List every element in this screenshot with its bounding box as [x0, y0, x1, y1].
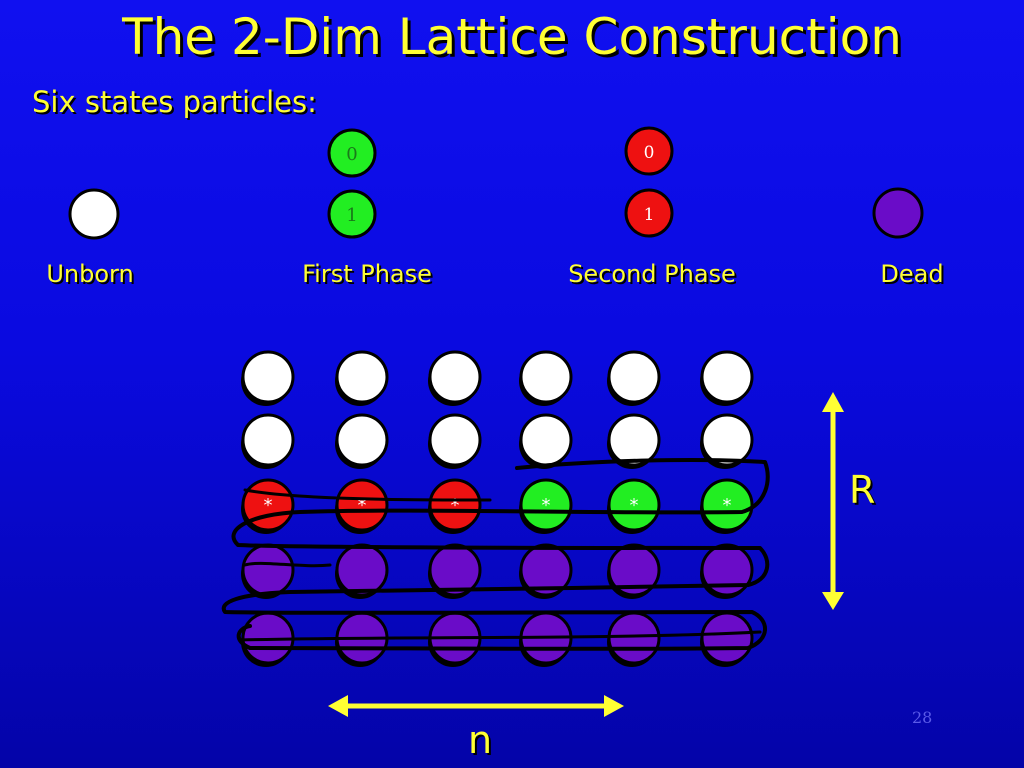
lattice-particle-second — [335, 478, 389, 532]
lattice-particle-dead — [607, 543, 661, 597]
lattice-particle-unborn — [607, 413, 661, 467]
label-dead: Dead — [880, 260, 944, 288]
lattice-particle-marker: * — [358, 495, 367, 516]
lattice-particle-unborn — [519, 350, 573, 404]
lattice-particle-unborn — [335, 350, 389, 404]
legend-first-phase-bottom-state: 1 — [346, 205, 357, 226]
row-axis-arrow — [822, 392, 844, 610]
lattice-particle-first — [607, 478, 661, 532]
lattice-particle-unborn — [241, 413, 295, 467]
column-axis-arrow — [328, 695, 624, 717]
lattice-particle-unborn — [519, 413, 573, 467]
slide-title: The 2-Dim Lattice Construction — [122, 8, 902, 66]
lattice-particle-dead — [607, 611, 661, 665]
scribble-path — [221, 458, 770, 651]
lattice-particle-marker: * — [264, 495, 273, 516]
legend-first-phase-top-state: 0 — [346, 144, 357, 165]
legend-second-phase-bottom-state: 1 — [644, 205, 655, 225]
lattice-particle-unborn — [607, 350, 661, 404]
lattice-particle-marker: * — [451, 495, 460, 516]
label-first-phase: First Phase — [302, 260, 432, 288]
lattice-particle-unborn — [241, 350, 295, 404]
legend-second-phase-particles: 0 1 — [624, 126, 674, 238]
lattice-particle-marker: * — [542, 495, 551, 516]
lattice-particle-first — [519, 478, 573, 532]
lattice-particle-dead — [519, 543, 573, 597]
row-axis-label: R — [849, 468, 876, 512]
legend-unborn-particle — [68, 188, 120, 240]
lattice-particle-dead — [700, 611, 754, 665]
lattice-particle-marker: * — [723, 495, 732, 516]
legend-first-phase-particles: 0 1 — [327, 128, 377, 239]
lattice-particle-unborn — [700, 350, 754, 404]
label-second-phase: Second Phase — [568, 260, 736, 288]
legend-dead-particle — [872, 187, 924, 239]
lattice-particle-unborn — [335, 413, 389, 467]
legend-second-phase-top-state: 0 — [644, 143, 655, 163]
lattice-particle-unborn — [428, 413, 482, 467]
lattice-particle-dead — [335, 543, 389, 597]
lattice-particle-second — [428, 478, 482, 532]
lattice-particle-dead — [700, 543, 754, 597]
lattice-particle-unborn — [700, 413, 754, 467]
lattice-particle-dead — [241, 543, 295, 597]
lattice-particle-marker: * — [630, 495, 639, 516]
label-unborn: Unborn — [46, 260, 134, 288]
lattice-particle-first — [700, 478, 754, 532]
lattice-particle-unborn — [428, 350, 482, 404]
slide-subtitle: Six states particles: — [32, 85, 317, 119]
lattice-particle-dead — [428, 543, 482, 597]
column-axis-label: n — [468, 718, 493, 762]
scribble-path-secondary — [238, 488, 762, 642]
page-number: 28 — [912, 708, 933, 727]
